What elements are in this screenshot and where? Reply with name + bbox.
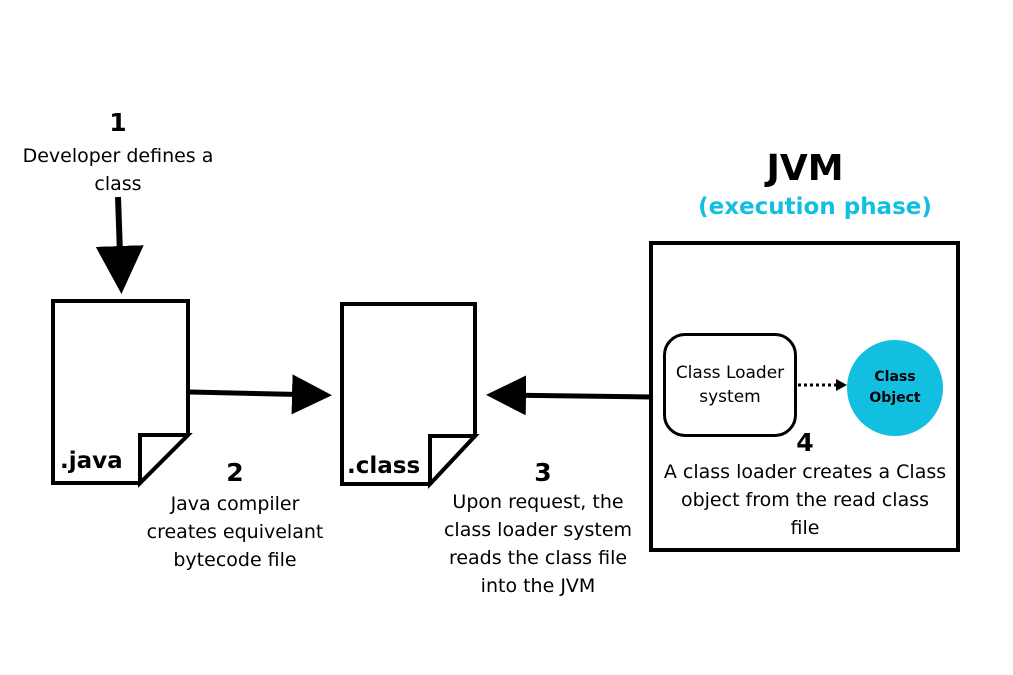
- jvm-title: JVM: [766, 148, 844, 189]
- step-2-line-2: creates equivelant: [146, 521, 324, 543]
- step-1-line-1: Developer defines a: [22, 145, 214, 167]
- step-3-line-1: Upon request, the: [452, 491, 624, 513]
- arrow-define-to-java: [95, 196, 144, 294]
- step-1-number: 1: [109, 108, 127, 137]
- step-2-line-1: Java compiler: [170, 493, 300, 515]
- step-2-line-3: bytecode file: [173, 549, 297, 571]
- step-3-line-4: into the JVM: [480, 575, 596, 597]
- step-3-line-3: reads the class file: [448, 547, 628, 569]
- loader-line-1: Class Loader: [675, 363, 785, 383]
- class-object-line-1: Class: [874, 369, 916, 385]
- arrow-java-to-class: [189, 374, 332, 415]
- step-3-line-2: class loader system: [443, 519, 633, 541]
- loader-line-2: system: [699, 387, 761, 407]
- step-4-line-2: object from the read class: [680, 489, 930, 511]
- class-file-fold: [428, 434, 480, 490]
- step-1-line-2: class: [94, 173, 142, 195]
- class-object-circle: Class Object: [847, 340, 943, 436]
- step-1-text: Developer defines a class: [3, 142, 233, 198]
- arrow-jvm-to-class: [486, 375, 652, 416]
- class-object-line-2: Object: [869, 390, 921, 406]
- step-2-text: Java compiler creates equivelant bytecod…: [120, 490, 350, 574]
- jvm-box: [649, 241, 960, 552]
- step-3-text: Upon request, the class loader system re…: [418, 488, 658, 600]
- java-file-label: .java: [60, 448, 123, 474]
- step-4-line-3: file: [790, 517, 820, 539]
- step-4-number: 4: [796, 428, 814, 457]
- arrow-loader-to-object-head: [836, 379, 847, 391]
- jvm-subtitle: (execution phase): [698, 194, 932, 220]
- step-2-number: 2: [226, 458, 244, 487]
- step-4-line-1: A class loader creates a Class: [663, 461, 947, 483]
- java-file-fold: [138, 433, 193, 488]
- class-loader-system-box: Class Loader system: [663, 333, 797, 437]
- step-4-text: A class loader creates a Class object fr…: [653, 458, 957, 542]
- class-file-label: .class: [347, 453, 421, 479]
- step-3-number: 3: [534, 458, 552, 487]
